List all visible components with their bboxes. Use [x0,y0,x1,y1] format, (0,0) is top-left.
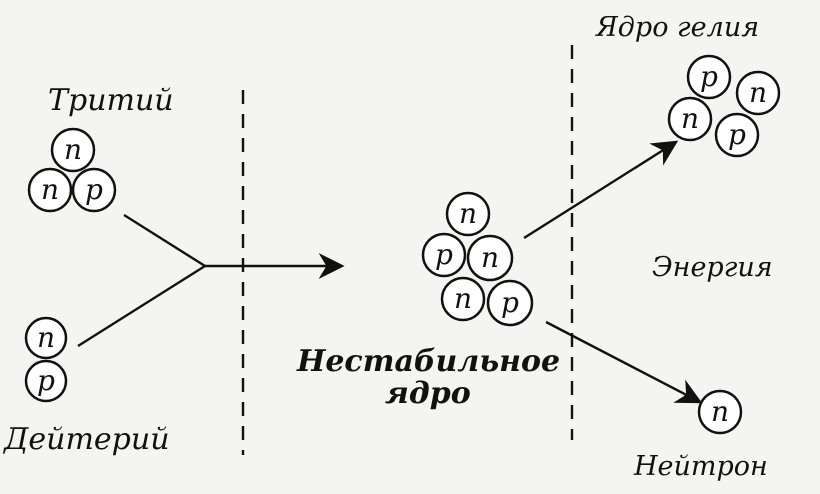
nucleon-symbol: p [700,60,718,93]
free-neutron: n [697,389,743,435]
nucleon: p [24,359,68,403]
nucleon: p [686,54,732,100]
nucleon-symbol: n [481,241,499,274]
helium-nucleus: p n n p [667,54,781,158]
deuterium-path [77,264,206,348]
nucleon: n [466,234,514,282]
unstable-nucleus: n p n n p [421,191,534,327]
nucleon-symbol: p [435,238,453,271]
nucleon-symbol: n [41,173,59,206]
nucleon-symbol: p [85,173,103,206]
tritium-nucleus: n n p [27,127,117,213]
nucleon-symbol: n [64,133,82,166]
nucleon: p [486,279,534,327]
nucleon-symbol: n [454,282,472,315]
energy-label: Энергия [652,252,773,283]
nucleon: p [421,232,467,278]
nucleon: n [440,276,486,322]
nucleon: p [714,112,760,158]
nucleon-symbol: n [37,321,55,354]
nucleon-symbol: p [37,364,55,397]
nucleon: p [71,167,117,213]
helium-arrow [523,140,679,240]
nucleon-symbol: p [728,118,746,151]
tritium-label: Тритий [48,83,174,118]
nucleon-symbol: n [681,102,699,135]
deuterium-label: Дейтерий [2,422,170,457]
neutron-arrow [545,320,703,404]
nucleon-symbol: n [711,395,729,428]
nucleon: n [27,167,73,213]
nucleon-symbol: n [459,197,477,230]
neutron-label: Нейтрон [633,451,768,482]
nucleon: n [24,316,68,360]
nucleon: n [735,70,781,116]
unstable-nucleus-label-line2: ядро [385,376,471,411]
nucleon: n [445,191,491,237]
nucleon-symbol: n [749,76,767,109]
unstable-nucleus-label-line1: Нестабильное [296,344,560,379]
tritium-path [123,213,206,268]
nucleon-symbol: p [501,286,519,319]
nucleon: n [50,127,96,173]
deuterium-nucleus: n p [24,316,68,403]
helium-label: Ядро гелия [595,12,759,43]
nucleon: n [667,96,713,142]
